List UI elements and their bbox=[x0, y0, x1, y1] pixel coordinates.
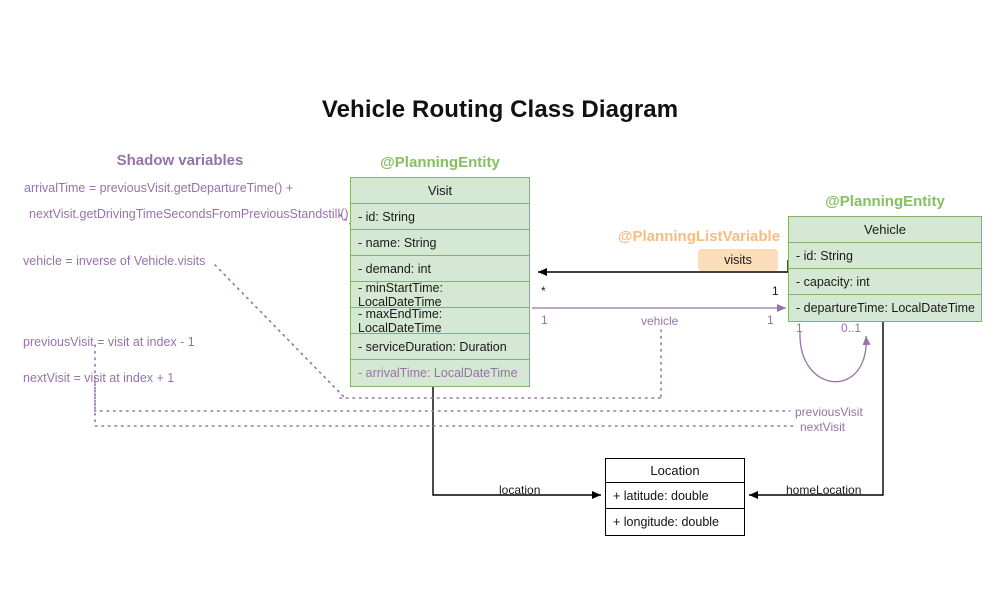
class-field-visit-id: - id: String bbox=[351, 204, 529, 230]
class-name-visit: Visit bbox=[351, 178, 529, 204]
shadow-note-vehicle: vehicle = inverse of Vehicle.visits bbox=[23, 254, 206, 268]
shadow-note-arrival-time-line1: arrivalTime = previousVisit.getDeparture… bbox=[24, 181, 294, 195]
multiplicity-vehicle-source: 1 bbox=[541, 313, 548, 327]
association-previous-next-visit-loop bbox=[799, 331, 871, 383]
class-box-vehicle[interactable]: Vehicle - id: String - capacity: int - d… bbox=[788, 216, 982, 322]
class-name-vehicle: Vehicle bbox=[789, 217, 981, 243]
shadow-link-vehicle bbox=[214, 264, 346, 399]
stereotype-planning-list-variable: @PlanningListVariable bbox=[617, 228, 781, 245]
association-home-location-line bbox=[749, 295, 884, 499]
shadow-link-previous-visit bbox=[94, 344, 791, 412]
edge-label-next-visit: nextVisit bbox=[800, 420, 846, 434]
class-field-location-latitude: + latitude: double bbox=[606, 483, 744, 509]
shadow-note-arrival-time-line2: nextVisit.getDrivingTimeSecondsFromPrevi… bbox=[29, 207, 349, 221]
class-field-visit-arrival-time: - arrivalTime: LocalDateTime bbox=[358, 366, 518, 380]
edge-label-previous-visit: previousVisit bbox=[795, 405, 863, 419]
shadow-variables-heading: Shadow variables bbox=[116, 152, 244, 169]
class-field-vehicle-capacity: - capacity: int bbox=[789, 269, 981, 295]
edge-label-location: location bbox=[499, 483, 541, 497]
stereotype-planning-entity-vehicle: @PlanningEntity bbox=[825, 193, 945, 210]
multiplicity-previous-visit-target: 0..1 bbox=[841, 321, 862, 335]
multiplicity-previous-visit-source: 1 bbox=[796, 321, 803, 335]
shadow-note-next-visit: nextVisit = visit at index + 1 bbox=[23, 371, 175, 385]
class-field-visit-demand: - demand: int bbox=[351, 256, 529, 282]
shadow-link-next-visit bbox=[94, 380, 796, 427]
class-field-visit-name: - name: String bbox=[351, 230, 529, 256]
class-box-location[interactable]: Location + latitude: double + longitude:… bbox=[605, 458, 745, 536]
badge-visits[interactable]: visits bbox=[698, 249, 778, 271]
class-name-location: Location bbox=[606, 459, 744, 483]
class-field-visit-max-end-time: - maxEndTime: LocalDateTime bbox=[351, 307, 529, 335]
class-field-vehicle-id: - id: String bbox=[789, 243, 981, 269]
shadow-note-previous-visit: previousVisit = visit at index - 1 bbox=[23, 335, 195, 349]
page-title: Vehicle Routing Class Diagram bbox=[321, 96, 679, 123]
shadow-link-vehicle-vertical bbox=[339, 329, 662, 399]
multiplicity-visits-target: * bbox=[541, 284, 546, 298]
multiplicity-visits-source: 1 bbox=[772, 284, 779, 298]
association-location-line bbox=[432, 383, 601, 499]
multiplicity-vehicle-target: 1 bbox=[767, 313, 774, 327]
class-field-visit-service-duration: - serviceDuration: Duration bbox=[351, 334, 529, 360]
stereotype-planning-entity-visit: @PlanningEntity bbox=[380, 154, 500, 171]
class-box-visit[interactable]: Visit - id: String - name: String - dema… bbox=[350, 177, 530, 387]
class-field-visit-min-start-time: - minStartTime: LocalDateTime bbox=[351, 281, 529, 309]
edge-label-home-location: homeLocation bbox=[786, 483, 862, 497]
edge-label-vehicle: vehicle bbox=[641, 314, 679, 328]
class-field-vehicle-departure-time: - departureTime: LocalDateTime bbox=[796, 301, 976, 315]
class-field-location-longitude: + longitude: double bbox=[613, 515, 719, 529]
